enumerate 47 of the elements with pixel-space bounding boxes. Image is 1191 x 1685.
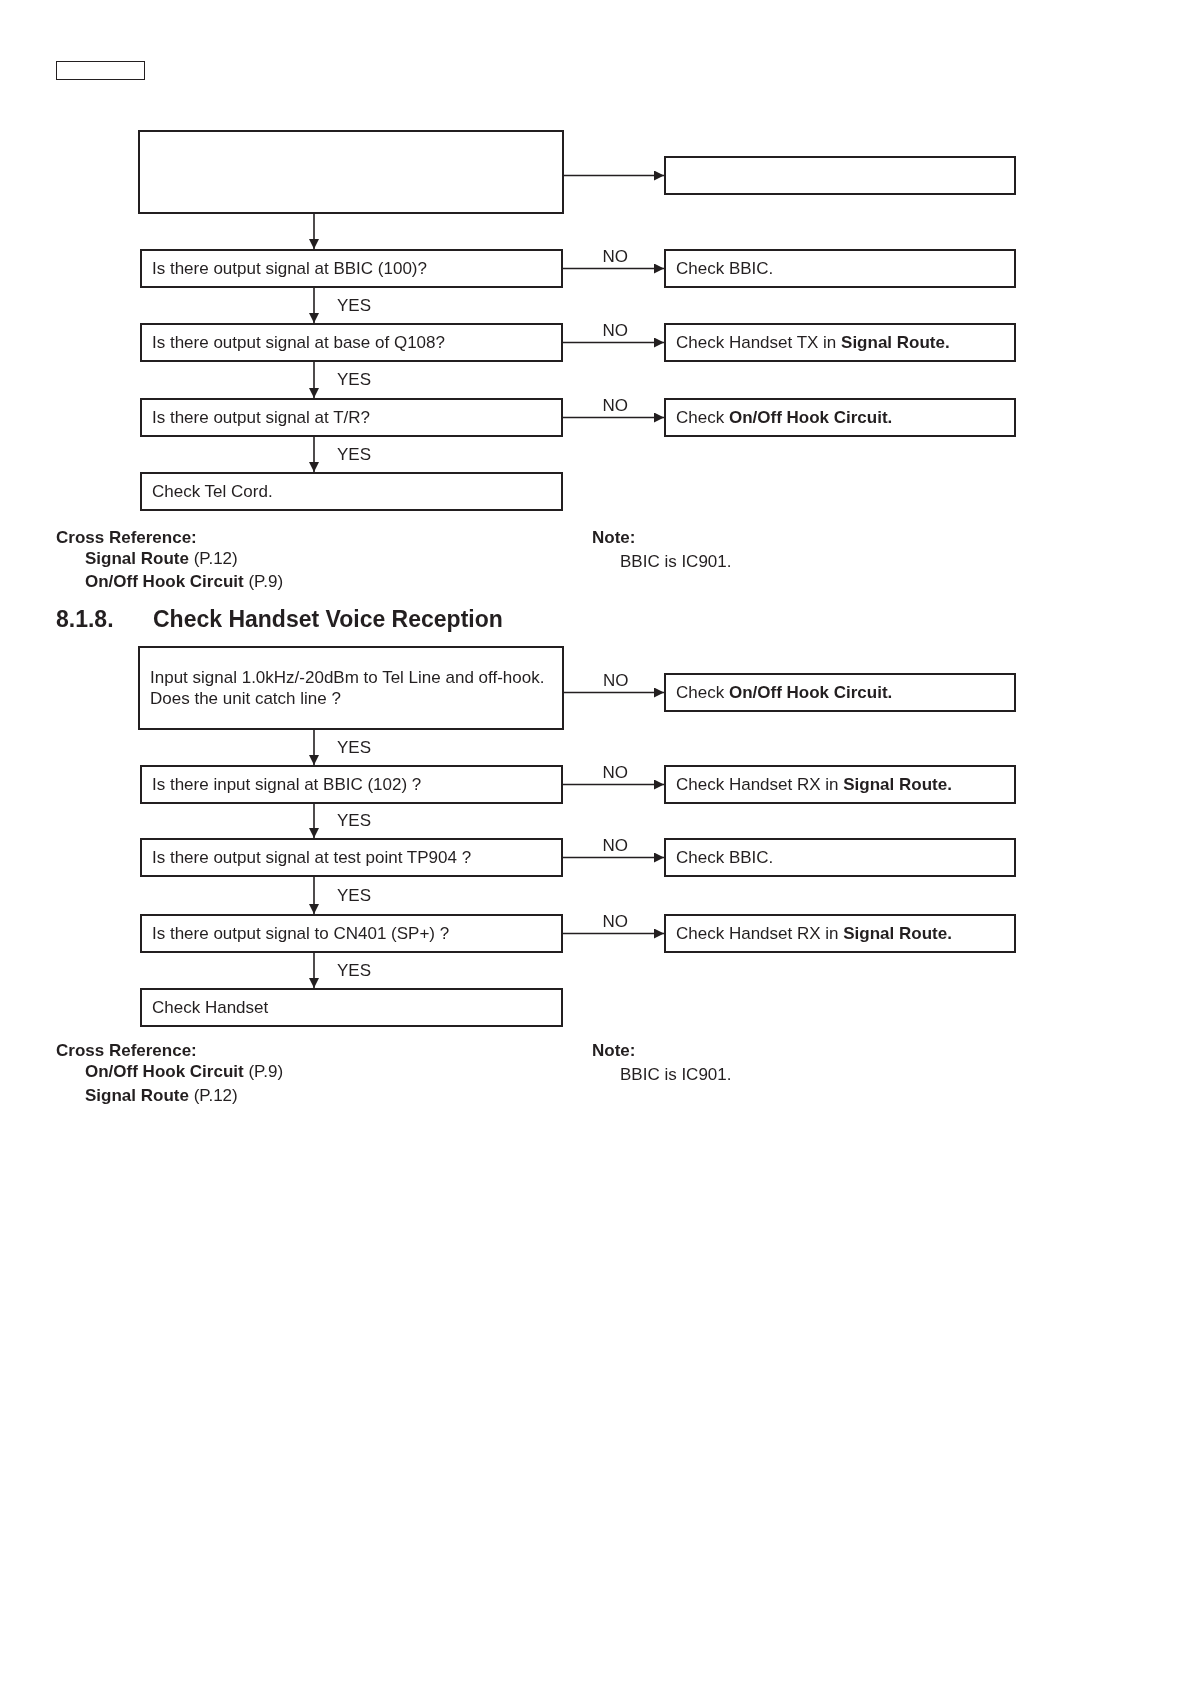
arrow (309, 803, 319, 839)
question-box: Is there output signal at base of Q108? (140, 323, 563, 362)
reference-text: BBIC is IC901. (620, 551, 732, 572)
reference-text: Signal Route (P.12) (85, 1085, 238, 1106)
arrow (309, 436, 319, 473)
process-box: Check Handset TX in Signal Route. (664, 323, 1016, 362)
process-box: Check Handset RX in Signal Route. (664, 914, 1016, 953)
empty-box (664, 156, 1016, 195)
arrow (309, 952, 319, 989)
arrow (309, 213, 319, 250)
reference-text: Signal Route (P.12) (85, 548, 238, 569)
process-box: Check Handset RX in Signal Route. (664, 765, 1016, 804)
question-box: Is there output signal to CN401 (SP+) ? (140, 914, 563, 953)
reference-text: BBIC is IC901. (620, 1064, 732, 1085)
question-box: Is there input signal at BBIC (102) ? (140, 765, 563, 804)
process-box: Check Handset (140, 988, 563, 1027)
process-box: Check On/Off Hook Circuit. (664, 398, 1016, 437)
arrow (562, 928, 665, 939)
note-heading: Note: (592, 527, 636, 548)
arrow (563, 170, 665, 181)
process-box: Check BBIC. (664, 249, 1016, 288)
arrow (309, 876, 319, 915)
question-box: Is there output signal at test point TP904 ? (140, 838, 563, 877)
arrow (309, 287, 319, 324)
arrow (562, 412, 665, 423)
empty-box (56, 61, 145, 80)
note-heading: Cross Reference: (56, 527, 197, 548)
question-box: Input signal 1.0kHz/-20dBm to Tel Line and off-hook. Does the unit catch line ? (138, 646, 564, 730)
question-box: Is there output signal at BBIC (100)? (140, 249, 563, 288)
reference-text: On/Off Hook Circuit (P.9) (85, 571, 284, 592)
question-box: Is there output signal at T/R? (140, 398, 563, 437)
process-box: Check On/Off Hook Circuit. (664, 673, 1016, 712)
arrow (562, 263, 665, 274)
arrow (562, 852, 665, 863)
arrow (309, 361, 319, 399)
process-box: Check Tel Cord. (140, 472, 563, 511)
arrow (562, 337, 665, 348)
note-heading: Cross Reference: (56, 1040, 197, 1061)
section-heading: 8.1.8. (56, 605, 114, 633)
note-heading: Note: (592, 1040, 636, 1061)
section-heading: Check Handset Voice Reception (153, 605, 503, 633)
arrow (563, 687, 665, 698)
arrow (309, 729, 319, 766)
process-box: Check BBIC. (664, 838, 1016, 877)
reference-text: On/Off Hook Circuit (P.9) (85, 1061, 284, 1082)
arrow (562, 779, 665, 790)
empty-box (138, 130, 564, 214)
